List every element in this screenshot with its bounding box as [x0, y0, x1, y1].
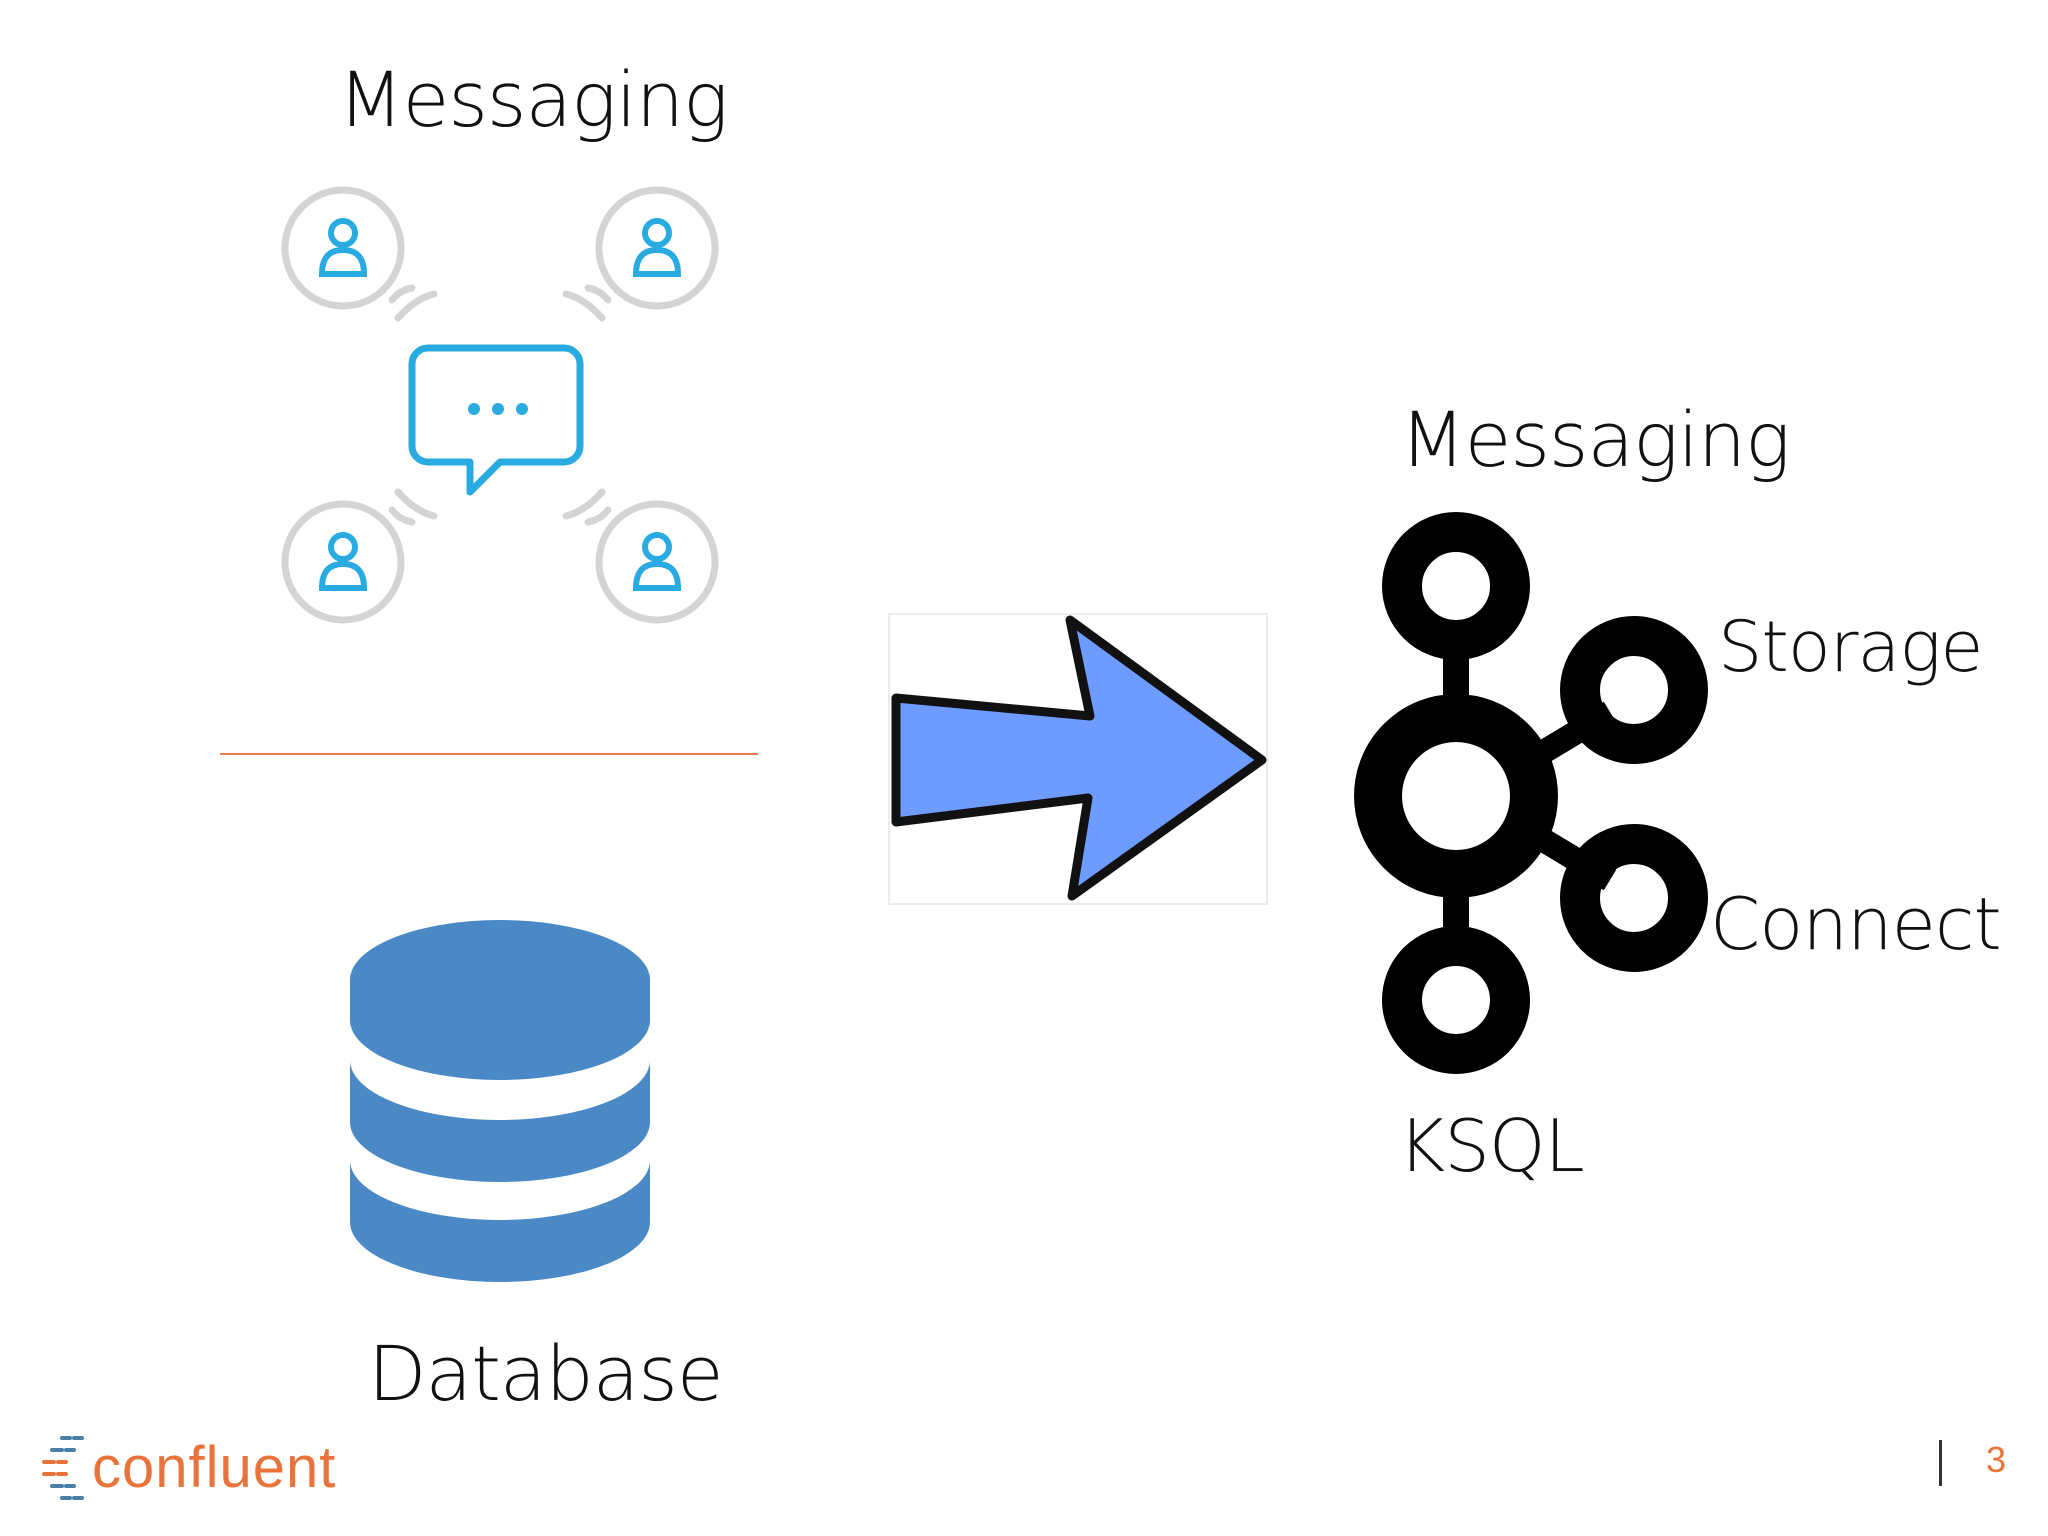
page-number-separator — [1939, 1440, 1942, 1486]
connect-label: Connect — [1710, 882, 2002, 966]
page-number: 3 — [1986, 1439, 2007, 1480]
person-icon — [318, 218, 368, 277]
section-divider — [220, 753, 758, 755]
confluent-logo-text: confluent — [92, 1435, 337, 1500]
messaging-title-left: Messaging — [338, 55, 729, 144]
messaging-title-right: Messaging — [1400, 395, 1791, 484]
storage-label: Storage — [1718, 606, 1983, 688]
ksql-label: KSQL — [1398, 1104, 1585, 1188]
confluent-logo-icon — [42, 1436, 84, 1500]
database-label: Database — [368, 1329, 724, 1418]
confluent-logo: confluent — [40, 1428, 336, 1508]
